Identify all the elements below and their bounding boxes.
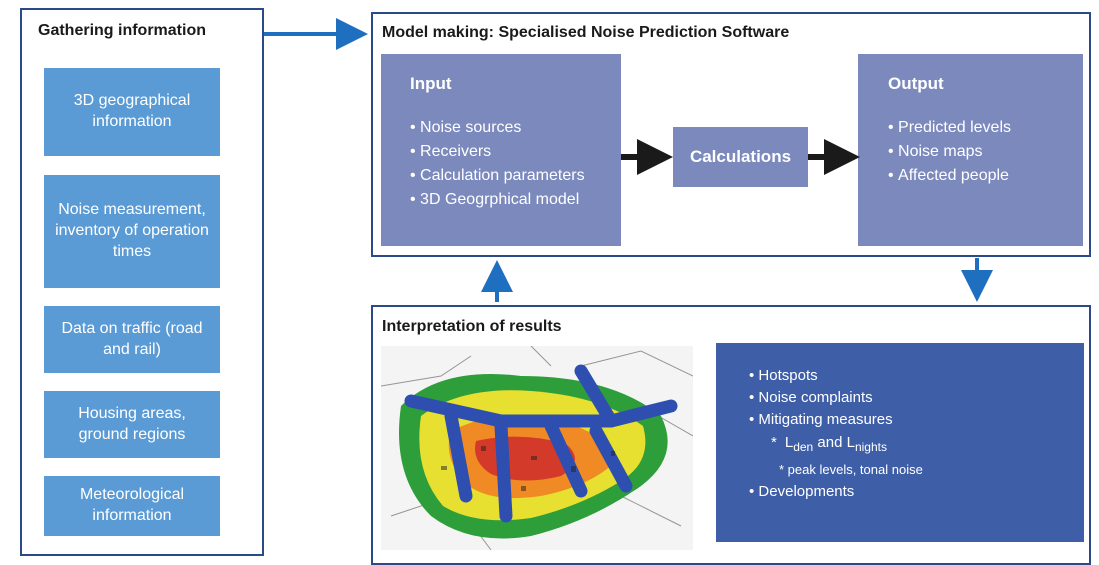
output-box: Output Predicted levels Noise maps Affec… <box>858 54 1083 246</box>
result-item-developments: Developments <box>749 481 1084 503</box>
results-box: Hotspots Noise complaints Mitigating mea… <box>716 343 1084 542</box>
noise-map-image <box>381 346 693 550</box>
gathering-title: Gathering information <box>38 22 206 39</box>
geographical-info-box: 3D geographical information <box>44 68 220 156</box>
input-item: Receivers <box>410 140 621 164</box>
output-item: Affected people <box>888 164 1083 188</box>
input-item: 3D Geogrphical model <box>410 188 621 212</box>
output-item: Predicted levels <box>888 116 1083 140</box>
l-symbol: L <box>846 434 855 451</box>
input-box: Input Noise sources Receivers Calculatio… <box>381 54 621 246</box>
peak-levels-line: * peak levels, tonal noise <box>779 462 923 477</box>
noise-measurement-box: Noise measurement, inventory of operatio… <box>44 175 220 288</box>
calculations-box: Calculations <box>673 127 808 187</box>
lden-lnight-line: * Lden and Lnights <box>749 431 1084 459</box>
result-item-complaints: Noise complaints <box>749 387 1084 409</box>
input-title: Input <box>410 74 452 93</box>
result-item-mitigating: Mitigating measures <box>749 409 1084 431</box>
den-subscript: den <box>793 440 814 454</box>
connector-arrows <box>264 18 993 302</box>
input-item: Noise sources <box>410 116 621 140</box>
interpretation-title: Interpretation of results <box>382 318 562 335</box>
output-title: Output <box>888 74 944 93</box>
and-text: and <box>817 434 843 451</box>
result-item-hotspots: Hotspots <box>749 365 1084 387</box>
traffic-data-box: Data on traffic (road and rail) <box>44 306 220 373</box>
model-title: Model making: Specialised Noise Predicti… <box>382 24 790 41</box>
housing-areas-box: Housing areas, ground regions <box>44 391 220 458</box>
nights-subscript: nights <box>854 440 887 454</box>
meteorological-box: Meteorological information <box>44 476 220 536</box>
input-item: Calculation parameters <box>410 164 621 188</box>
bullet-star: * <box>771 434 777 451</box>
l-symbol: L <box>784 434 794 451</box>
output-item: Noise maps <box>888 140 1083 164</box>
